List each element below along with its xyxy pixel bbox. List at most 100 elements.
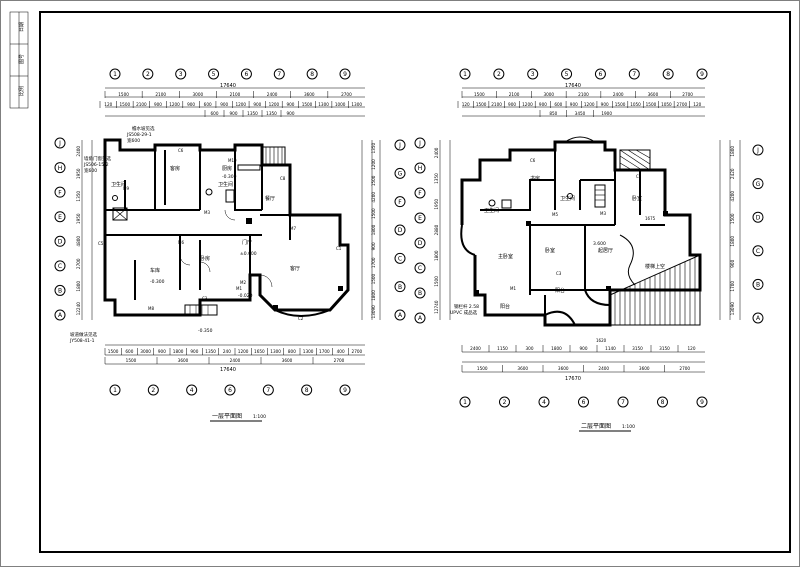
p2-right-dim: 2420 (730, 168, 735, 179)
p2-left-axis-label: D (418, 240, 423, 247)
p1-bot-row1-dim: 1300 (303, 349, 314, 354)
p2-top-row3-dim: 1900 (601, 111, 612, 116)
p1-bottom-axis-label: 6 (228, 387, 232, 394)
p1-door-m3: M3 (204, 210, 210, 215)
p1-left-axis-label: A (58, 312, 63, 319)
p1-note-top-1: 檐水坡见选 (132, 125, 155, 132)
p2-railing-note-1: 钢栏杆 2.58 (454, 303, 479, 310)
titleblock-cell-3: 比例 (18, 86, 25, 96)
p1-top-axis-bubble (240, 68, 252, 80)
p2-right-axis-label: C (756, 248, 760, 255)
p1-window-c5: C5 (98, 241, 104, 246)
p1-window-c3: C3 (202, 296, 208, 301)
p2-door-m3: M3 (600, 211, 606, 216)
p2-top-row2-dim: 1050 (661, 102, 672, 107)
p1-bot-row1-dim: 2700 (352, 349, 363, 354)
p2-room-balcony-1: 阳台 (555, 287, 565, 294)
p1-right-dim: 13090 (371, 305, 376, 319)
p1-window-c1: C1 (336, 246, 342, 251)
p1-bottom-axis-label: 1 (113, 387, 117, 394)
p1-note-left-1: 墙角门窗见选 (84, 155, 111, 162)
p1-top-axis-bubble (273, 68, 285, 80)
p2-top-row2-dim: 900 (601, 102, 609, 107)
p2-window-c3: C3 (556, 271, 562, 276)
p1-top-row2-dim: 600 (204, 102, 212, 107)
p2-bottom-axis-bubble (578, 396, 589, 408)
p1-top-axis-label: 5 (212, 71, 216, 78)
p1-room-kitchen: 厨房 (222, 165, 232, 172)
p1-room-bath-1: 卫生间 (111, 181, 126, 188)
p2-top-row1-dim: 2400 (613, 92, 624, 97)
p1-top-axis-bubble (339, 68, 351, 80)
p2-right-axis-bubble (752, 178, 764, 190)
p2-stair-void-note: 楼梯上空 (645, 263, 665, 270)
p1-left-axis-bubble (54, 235, 66, 247)
p1-left-dim: 2700 (76, 258, 81, 269)
p1-top-row3-dim: 600 (211, 111, 219, 116)
p1-top-row1-dim: 2700 (341, 92, 352, 97)
p1-top-row2-dim: 1200 (269, 102, 280, 107)
p2-top-row2-dim: 1500 (476, 102, 487, 107)
p2-top-row1-dim: 3000 (543, 92, 554, 97)
p2-top-axis-bubble (662, 68, 674, 80)
p1-room-garage: 车库 (150, 267, 160, 274)
p1-top-row2-dim: 120 (104, 102, 112, 107)
p1-left-axis-label: C (58, 263, 62, 270)
p2-right-dim: 1700 (730, 281, 735, 292)
p1-bot-row2-dim: 2400 (230, 358, 241, 363)
p2-dim-1675: 1675 (645, 216, 656, 221)
p2-right-axis-bubble (752, 211, 764, 223)
p1-door-m7: M7 (290, 226, 296, 231)
title-block: 日期 图号 比例 (9, 11, 29, 109)
p2-right-dim: 1800 (730, 236, 735, 247)
p1-bot-row1-dim: 1300 (270, 349, 281, 354)
p1-right-axis-bubble (394, 252, 406, 264)
p1-right-dim: 1800 (371, 290, 376, 301)
p1-right-dim: 1800 (371, 224, 376, 235)
p1-bot-row2-dim: 2700 (334, 358, 345, 363)
p2-upper-level: 3.600 (593, 241, 606, 247)
p2-room-master: 主卧室 (498, 253, 513, 260)
p2-room-balcony-2: 阳台 (500, 303, 510, 310)
p1-bottom-axis-label: 7 (266, 387, 270, 394)
p1-right-dim: 1200 (371, 159, 376, 170)
p2-left-dim: 1500 (434, 276, 439, 287)
p1-bot-row1-dim: 900 (158, 349, 166, 354)
p1-bottom-axis-bubble (186, 384, 198, 396)
p2-top-axis-bubble (561, 68, 573, 80)
p2-top-row2-dim: 900 (508, 102, 516, 107)
p1-left-dim: 1950 (76, 213, 81, 224)
p1-bottom-axis-label: 4 (190, 387, 194, 394)
p1-entry-hall: 门厅 (242, 239, 252, 246)
p2-bot-row1-dim: 3150 (659, 346, 670, 351)
p2-right-dim: 13090 (730, 302, 735, 316)
p1-window-c6: C6 (178, 148, 184, 153)
p2-left-dim: 2400 (434, 147, 439, 158)
p1-bottom-axis-bubble (147, 384, 159, 396)
p1-left-axis-label: H (58, 165, 63, 172)
p1-left-dim: 1800 (76, 281, 81, 292)
p1-door-m8: M8 (148, 306, 154, 311)
p2-bot-row2-dim: 3600 (639, 366, 650, 371)
p1-right-dim: 1500 (371, 208, 376, 219)
p1-right-axis-bubble (394, 224, 406, 236)
p1-door-m10: M10 (228, 158, 237, 163)
p2-top-axis-label: 3 (531, 71, 535, 78)
p1-bot-row1-dim: 400 (337, 349, 345, 354)
p1-bot-row1-dim: 900 (190, 349, 198, 354)
p2-dim-1620: 1620 (596, 338, 607, 343)
p1-top-row3-dim: 900 (230, 111, 238, 116)
p2-right-axis-bubble (752, 144, 764, 156)
p1-top-row2-dim: 1300 (351, 102, 362, 107)
p1-bottom-axis-bubble (262, 384, 274, 396)
p2-top-axis-bubble (696, 68, 708, 80)
p2-top-row2-dim: 900 (539, 102, 547, 107)
p1-right-axis-bubble (394, 309, 406, 321)
p2-top-row1-dim: 1500 (474, 92, 485, 97)
p1-note-top-3: 宽600 (127, 137, 140, 144)
p1-top-axis-bubble (306, 68, 318, 80)
p2-left-dim: 12740 (434, 300, 439, 314)
p1-top-axis-bubble (142, 68, 154, 80)
p1-top-row1-dim: 2400 (267, 92, 278, 97)
